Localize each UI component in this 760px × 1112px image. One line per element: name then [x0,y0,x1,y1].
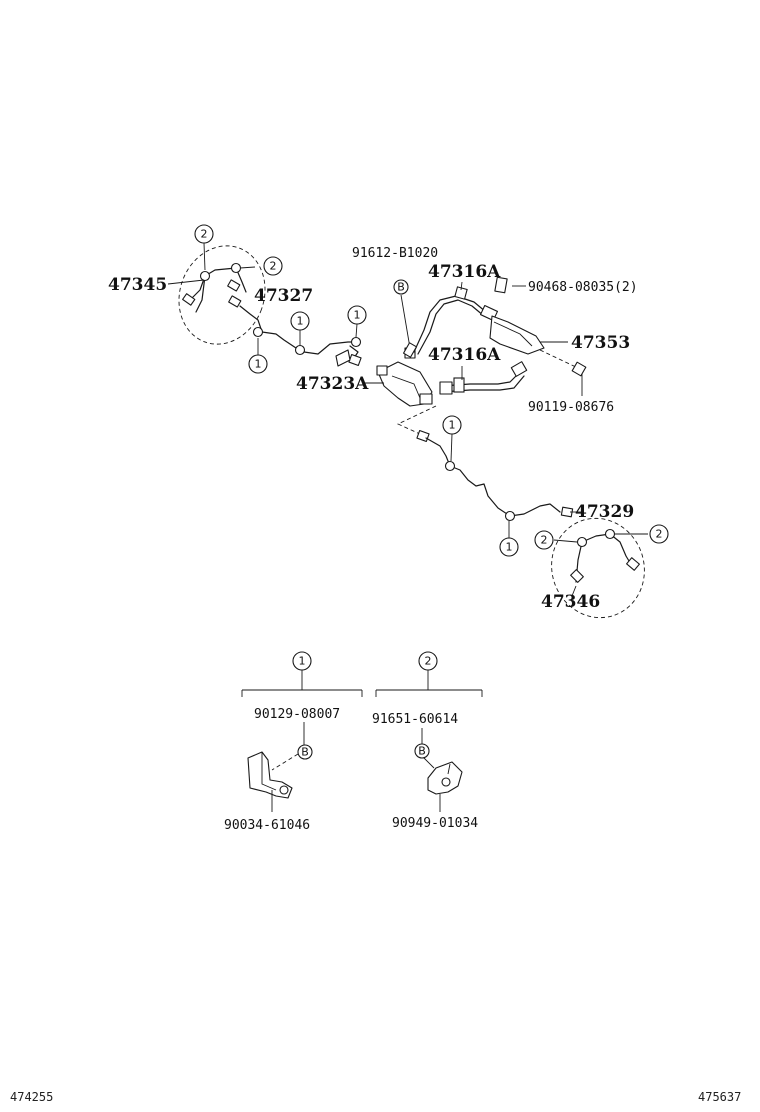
label-47346: 47346 [541,592,600,612]
callout-text: B [301,746,309,759]
label-47316A-upper: 47316A [428,262,501,282]
callout-1-rear-lower: 1 [499,537,519,557]
callout-1-left-mid: 1 [290,311,310,331]
callout-text: 1 [506,541,513,554]
hose-bracket-group [489,276,587,396]
label-91612-B1020: 91612-B1020 [352,246,438,261]
label-90119-08676: 90119-08676 [528,400,614,415]
callout-text: 2 [270,260,277,273]
label-90129-08007: 90129-08007 [254,707,340,722]
left-brake-tube-group [167,242,362,367]
callout-text: 2 [541,534,548,547]
callout-text: 2 [656,528,663,541]
corner-code-right: 475637 [698,1090,741,1104]
label-47345: 47345 [108,275,167,295]
label-47329: 47329 [575,502,634,522]
callout-text: 1 [354,309,361,322]
callout-2-detail-header: 2 [418,651,438,671]
corner-code-left: 474255 [10,1090,53,1104]
callout-2-top-left: 2 [194,224,214,244]
callout-b-block: B [393,279,409,295]
flexible-hose-group [402,281,528,395]
callout-text: 2 [201,228,208,241]
label-90034-61046: 90034-61046 [224,818,310,833]
label-47327: 47327 [254,286,313,306]
callout-1-rear-upper: 1 [442,415,462,435]
callout-2-left-upper: 2 [263,256,283,276]
callout-1-left-low: 1 [248,354,268,374]
callout-text: 1 [449,419,456,432]
label-47316A-lower: 47316A [428,345,501,365]
callout-text: 1 [297,315,304,328]
callout-text: 1 [299,655,306,668]
callout-2-rear-right: 2 [649,524,669,544]
clamp-detail-2 [375,670,483,812]
right-brake-tube-group [416,429,648,619]
callout-1-detail-header: 1 [292,651,312,671]
label-47353: 47353 [571,333,630,353]
callout-b-detail-2: B [414,743,430,759]
callout-text: 2 [425,655,432,668]
callout-text: 1 [255,358,262,371]
label-47323A: 47323A [296,374,369,394]
callout-2-rear-left: 2 [534,530,554,550]
callout-text: B [397,281,405,294]
callout-text: B [418,745,426,758]
label-90949-01034: 90949-01034 [392,816,478,831]
clamp-detail-1 [241,670,363,812]
callout-1-left-end: 1 [347,305,367,325]
label-91651-60614: 91651-60614 [372,712,458,727]
junction-block-group [364,294,437,435]
label-90468-08035: 90468-08035(2) [528,280,638,295]
callout-b-detail-1: B [297,744,313,760]
